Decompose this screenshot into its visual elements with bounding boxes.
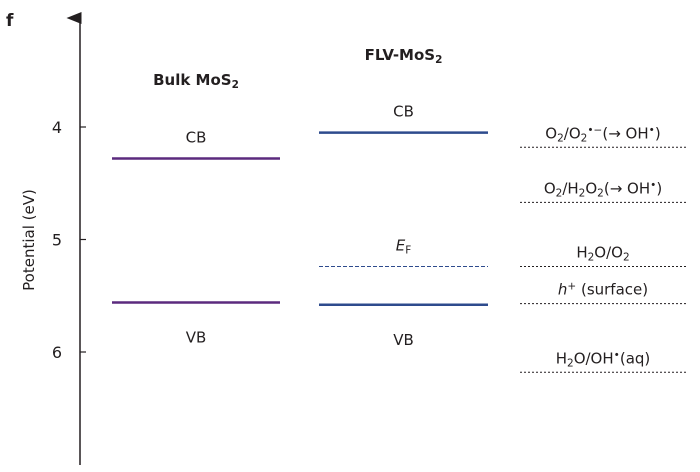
bulk-cb-label: CB — [186, 129, 207, 147]
label-segment: H — [576, 244, 587, 262]
label-segment: 2 — [232, 79, 239, 91]
label-segment: • — [614, 349, 620, 361]
label-segment: 2 — [588, 252, 595, 264]
label-segment: /O — [564, 124, 581, 142]
label-segment: 2 — [567, 358, 574, 370]
redox-couple-label: O2/O2•−(→ OH•) — [545, 124, 660, 144]
redox-couple-label: h+ (surface) — [558, 281, 648, 299]
label-segment: 2 — [556, 188, 563, 200]
redox-couple-label: H2O/OH•(aq) — [556, 349, 651, 369]
flv-cb-label: CB — [393, 103, 414, 121]
label-segment: • — [649, 124, 655, 136]
label-segment: ) — [656, 179, 662, 197]
label-segment: /H — [562, 179, 578, 197]
label-segment: 2 — [557, 133, 564, 145]
label-segment: O — [544, 179, 556, 197]
label-segment: ) — [655, 124, 661, 142]
panel-label: f — [6, 11, 14, 31]
label-segment: F — [405, 245, 411, 257]
flv-vb-label: VB — [393, 331, 414, 349]
flv-column-title: FLV-MoS2 — [365, 46, 443, 66]
bulk-column-title: Bulk MoS2 — [153, 71, 239, 91]
label-segment: (→ OH — [604, 179, 650, 197]
y-axis-label: Potential (eV) — [20, 189, 38, 291]
label-segment: 2 — [579, 188, 586, 200]
y-tick-label: 4 — [52, 118, 62, 137]
redox-couple-label: H2O/O2 — [576, 244, 629, 264]
label-segment: h — [558, 281, 568, 299]
label-segment: O — [545, 124, 557, 142]
label-segment: 2 — [597, 188, 604, 200]
label-segment: •− — [587, 124, 602, 136]
flv-ef-label: EF — [396, 237, 412, 257]
label-segment: 2 — [435, 54, 442, 66]
label-segment: 2 — [581, 133, 588, 145]
bulk-vb-label: VB — [186, 329, 207, 347]
label-segment: H — [556, 349, 567, 367]
label-segment: (aq) — [620, 349, 650, 367]
label-segment: (→ OH — [602, 124, 648, 142]
label-segment: O/OH — [574, 349, 614, 367]
label-segment: (surface) — [576, 281, 648, 299]
label-segment: • — [650, 179, 656, 191]
y-tick-label: 6 — [52, 343, 62, 362]
y-tick-label: 5 — [52, 231, 62, 250]
label-segment: + — [567, 281, 576, 293]
redox-couple-label: O2/H2O2(→ OH•) — [544, 179, 662, 199]
label-segment: E — [396, 237, 406, 255]
label-segment: O — [585, 179, 597, 197]
label-segment: O/O — [594, 244, 623, 262]
label-segment: 2 — [623, 252, 630, 264]
label-segment: FLV-MoS — [365, 46, 436, 64]
label-segment: Bulk MoS — [153, 71, 232, 89]
